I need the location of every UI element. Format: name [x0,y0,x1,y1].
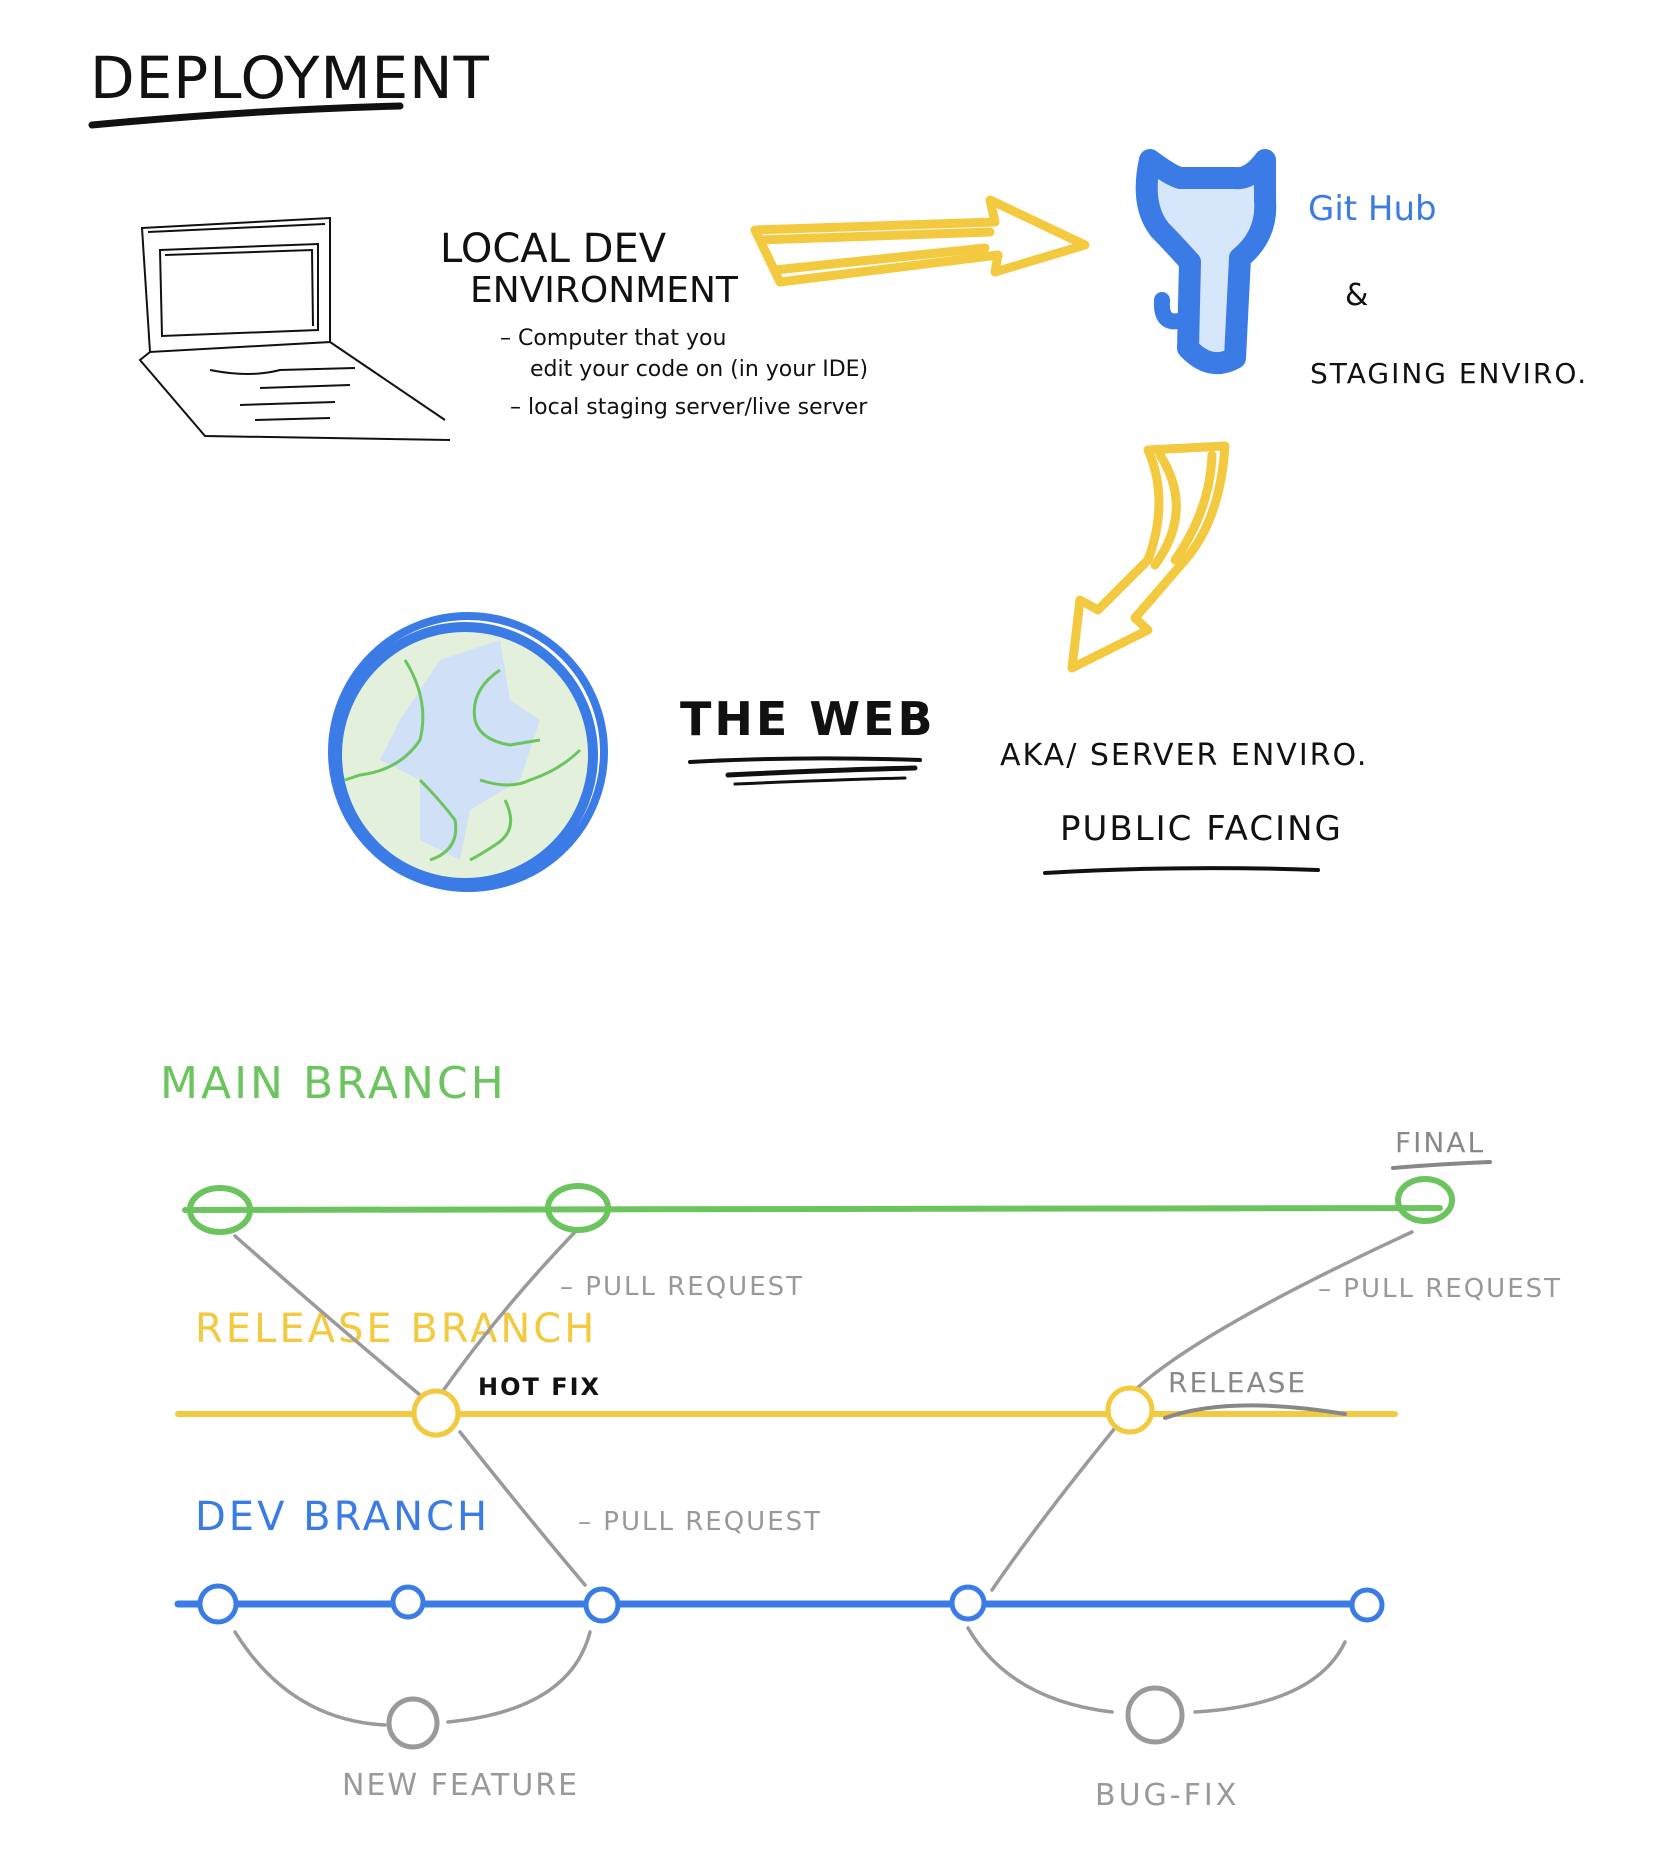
hot-fix-label: HOT FIX [478,1373,601,1401]
github-cat-icon [1135,149,1277,375]
release-branch-label: RELEASE BRANCH [195,1306,597,1352]
main-final-node[interactable] [1395,1176,1455,1224]
new-feature-node[interactable] [386,1696,440,1750]
release-node[interactable] [1105,1385,1155,1435]
connector-dev-to-release [990,1426,1117,1592]
main-branch-label: MAIN BRANCH [160,1058,507,1109]
dev-node-5[interactable] [1349,1587,1385,1623]
github-label: Git Hub [1308,189,1437,229]
local-env-note-1b: edit your code on (in your IDE) [530,357,868,382]
pull-request-label-1: – PULL REQUEST [560,1272,804,1302]
the-web-underline-1 [688,756,922,764]
title-underline [88,102,404,129]
local-env-note-2: – local staging server/live server [510,395,868,420]
bug-fix-node[interactable] [1125,1685,1185,1745]
dev-node-2[interactable] [390,1584,426,1620]
final-label: FINAL [1395,1126,1485,1159]
connector-release-to-dev [458,1430,587,1587]
release-hotfix-node[interactable] [411,1388,461,1438]
new-feature-label: NEW FEATURE [342,1768,579,1803]
release-label: RELEASE [1168,1366,1307,1399]
release-underline [1163,1403,1347,1420]
connector-new-feature-to-dev [446,1630,592,1724]
bug-fix-label: BUG-FIX [1095,1778,1239,1813]
connector-dev-to-new-feature [233,1630,387,1727]
local-env-note-1a: – Computer that you [500,326,726,351]
connector-release-to-main [438,1230,577,1397]
final-underline [1391,1160,1492,1170]
globe-icon [328,612,608,892]
public-facing-label: PUBLIC FACING [1060,809,1343,849]
aka-server-label: AKA/ SERVER ENVIRO. [1000,738,1368,773]
dev-node-3[interactable] [583,1586,621,1624]
public-facing-underline [1043,866,1320,875]
connector-release-to-final [1133,1230,1414,1392]
main-branch-line [182,1205,1443,1213]
the-web-underline-2 [725,765,918,778]
laptop-icon [138,216,451,441]
pull-request-label-2: – PULL REQUEST [1318,1274,1562,1304]
pull-request-label-3: – PULL REQUEST [578,1507,822,1537]
dev-node-4[interactable] [949,1584,987,1622]
github-amp: & [1345,278,1368,313]
dev-branch-label: DEV BRANCH [195,1494,490,1540]
local-env-heading-2: ENVIRONMENT [470,270,739,311]
the-web-label: THE WEB [680,692,936,746]
local-env-heading-1: LOCAL DEV [440,226,667,272]
diagram-title: DEPLOYMENT [90,44,490,112]
main-commit-node[interactable] [187,1185,253,1235]
dev-node-1[interactable] [197,1583,239,1625]
staging-enviro-label: STAGING ENVIRO. [1310,357,1588,390]
connector-dev-to-bug-fix [966,1626,1114,1714]
main-merge-node[interactable] [545,1183,611,1233]
arrow-right-icon [750,195,1090,287]
the-web-underline-3 [733,776,907,786]
connector-main-to-release [233,1234,422,1397]
connector-bug-fix-to-dev [1193,1640,1347,1714]
arrow-down-icon [1067,441,1230,673]
